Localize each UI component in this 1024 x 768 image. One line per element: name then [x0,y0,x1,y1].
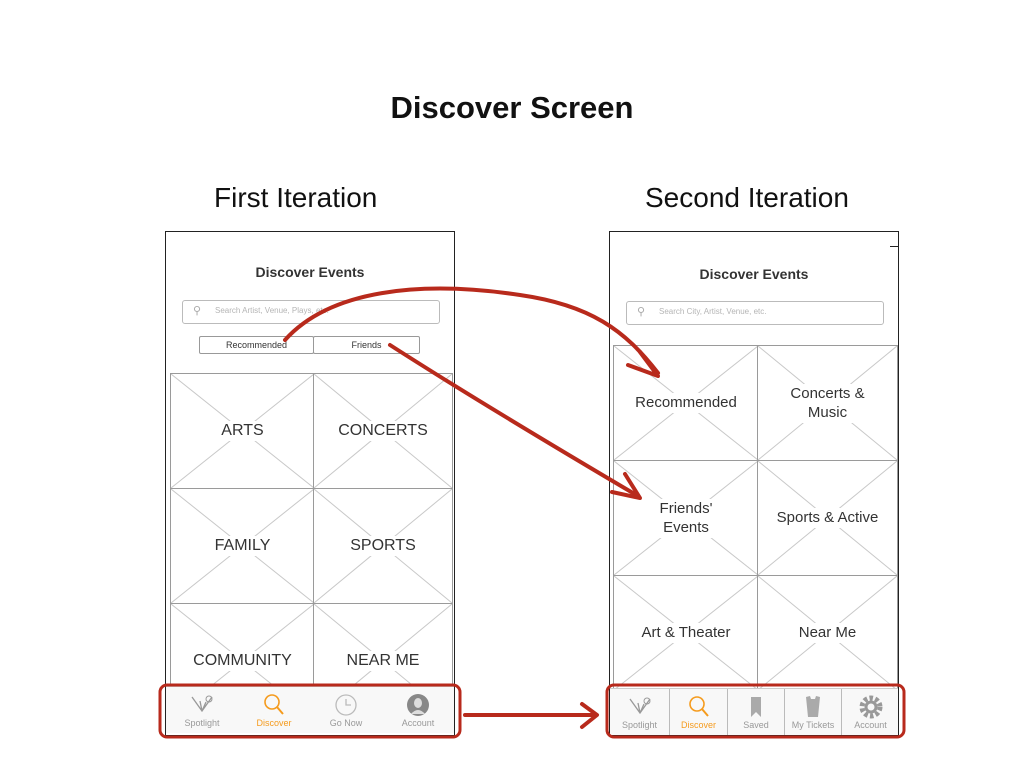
tab-bar: Spotlight Discover Go Now Account [166,686,454,733]
tile-label: CONCERTS [336,420,430,442]
tile-label: Recommended [633,393,739,413]
tile-label: Sports & Active [774,508,881,528]
tab-label: Saved [743,720,769,730]
tab-go-now[interactable]: Go Now [310,687,382,733]
arrow-head [580,702,599,729]
tile-label: FAMILY [212,535,273,557]
tab-label: My Tickets [791,720,835,730]
first-iteration-phone: Discover Events ⚲ Search Artist, Venue, … [165,231,455,736]
segment-recommended[interactable]: Recommended [199,336,314,354]
tab-label: Discover [256,718,292,728]
tab-saved[interactable]: Saved [728,689,785,735]
segment-friends[interactable]: Friends [313,336,420,354]
search-icon [688,696,709,717]
category-tile-concerts[interactable]: CONCERTS [313,373,453,489]
tile-label: NEAR ME [344,650,422,672]
divider [890,246,899,247]
ticket-icon [806,696,820,717]
clock-icon [335,694,357,716]
gear-icon [859,695,882,719]
tab-bar: Spotlight Discover Saved My Tickets Acco… [610,688,898,735]
tab-label: Go Now [329,718,363,728]
first-iteration-heading: First Iteration [214,182,378,213]
tab-discover[interactable]: Discover [238,687,310,733]
tab-spotlight[interactable]: Spotlight [166,687,238,733]
tab-label: Spotlight [621,720,658,730]
search-placeholder: Search Artist, Venue, Plays, etc. [215,306,329,315]
tile-label: COMMUNITY [191,650,294,672]
search-placeholder: Search City, Artist, Venue, etc. [659,307,767,316]
search-icon [264,694,284,715]
tab-label: Spotlight [184,718,220,728]
category-tile-friends-events[interactable]: Friends' Events [613,460,759,576]
slide-title: Discover Screen [390,90,634,125]
tile-label: Concerts & Music [780,383,875,423]
tile-label: SPORTS [348,535,418,557]
search-icon: ⚲ [637,306,646,318]
tab-label: Account [401,718,435,728]
category-tile-arts[interactable]: ARTS [170,373,315,489]
spotlight-icon [628,697,651,715]
tile-label: Friends' Events [652,498,720,538]
tab-my-tickets[interactable]: My Tickets [785,689,842,735]
tab-discover[interactable]: Discover [670,689,728,735]
category-tile-art-theater[interactable]: Art & Theater [613,575,759,691]
category-tile-recommended[interactable]: Recommended [613,345,759,461]
tab-account[interactable]: Account [382,687,454,733]
tab-label: Discover [680,720,716,730]
category-tile-near-me[interactable]: Near Me [757,575,898,691]
category-tile-family[interactable]: FAMILY [170,488,315,604]
second-iteration-phone: Discover Events ⚲ Search City, Artist, V… [609,231,899,736]
tile-label: ARTS [219,420,266,442]
bookmark-icon [751,697,761,717]
search-icon: ⚲ [193,305,202,317]
tab-spotlight[interactable]: Spotlight [610,689,670,735]
category-tile-concerts-music[interactable]: Concerts & Music [757,345,898,461]
app-title: Discover Events [255,264,365,280]
tile-label: Near Me [796,623,859,643]
category-tile-sports[interactable]: SPORTS [313,488,453,604]
user-icon [407,694,429,716]
search-input[interactable]: ⚲ Search Artist, Venue, Plays, etc. [182,300,440,324]
tile-label: Art & Theater [639,623,733,643]
app-title: Discover Events [699,266,809,282]
spotlight-icon [191,695,213,713]
search-input[interactable]: ⚲ Search City, Artist, Venue, etc. [626,301,884,325]
second-iteration-heading: Second Iteration [645,182,849,213]
category-tile-sports-active[interactable]: Sports & Active [757,460,898,576]
tab-account[interactable]: Account [842,689,899,735]
tab-label: Account [854,720,887,730]
